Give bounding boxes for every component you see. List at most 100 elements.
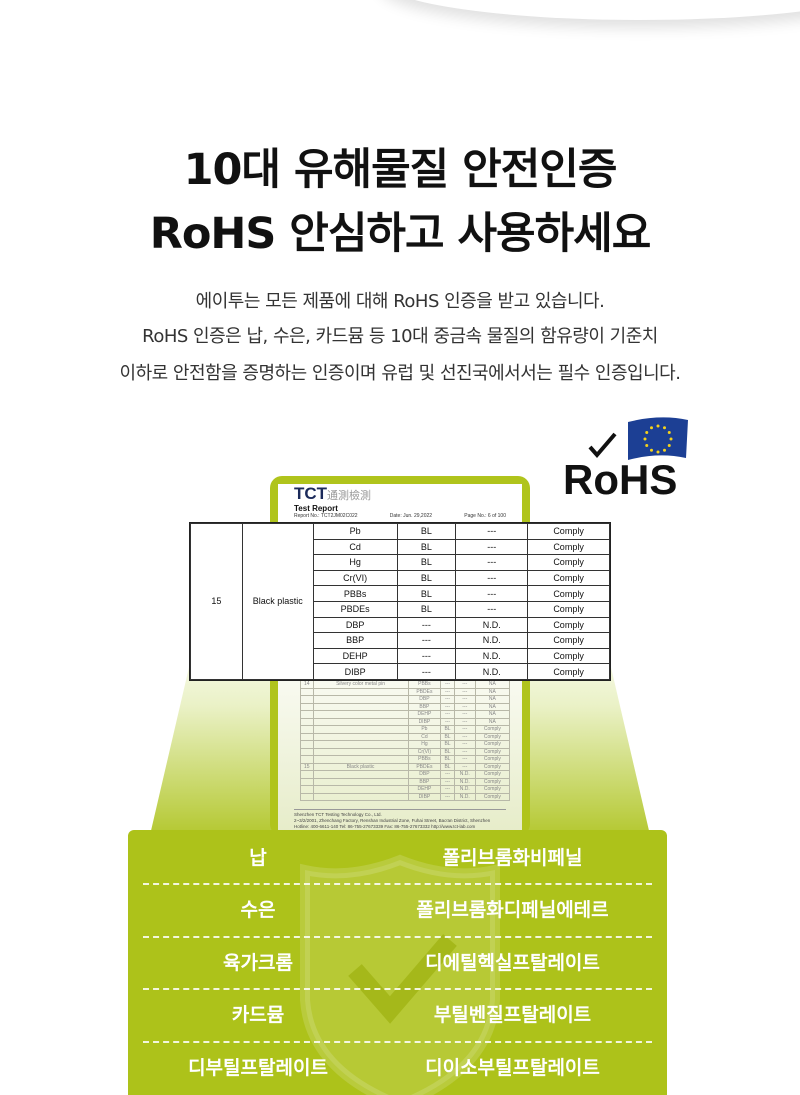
cell-a: --- bbox=[396, 647, 457, 665]
cell-b: --- bbox=[455, 523, 529, 540]
cell-no: 15 bbox=[190, 523, 243, 680]
mini-cell: Comply bbox=[474, 777, 511, 786]
mini-cell bbox=[300, 687, 314, 696]
mini-cell bbox=[300, 785, 314, 794]
substance-right: 부틸벤질프탈레이트 bbox=[433, 1004, 592, 1026]
substance-right: 폴리브롬화비페닐 bbox=[442, 846, 583, 869]
cell-substance: DIBP bbox=[312, 663, 398, 680]
mini-cell: N.D. bbox=[453, 770, 476, 779]
cell-substance: Pb bbox=[312, 523, 398, 540]
cell-b: --- bbox=[455, 554, 529, 571]
substance-right: 디에틸헥실프탈레이트 bbox=[425, 951, 600, 974]
cell-a: BL bbox=[396, 554, 457, 571]
flag-star-icon bbox=[669, 437, 673, 441]
cell-substance: DBP bbox=[312, 616, 398, 634]
dashed-divider bbox=[143, 1040, 652, 1043]
mini-cell bbox=[300, 755, 314, 764]
mini-cell bbox=[300, 792, 314, 801]
mini-cell: Comply bbox=[474, 762, 511, 771]
cell-b: N.D. bbox=[455, 663, 529, 680]
mini-cell: NA bbox=[474, 717, 511, 726]
mini-cell: BL bbox=[440, 762, 455, 771]
flag-star-icon bbox=[650, 448, 653, 452]
mini-cell: --- bbox=[453, 702, 476, 711]
substance-left: 수은 bbox=[240, 899, 276, 921]
mini-cell: DIBP bbox=[407, 792, 442, 801]
report-date: Date: Jun. 29,2022 bbox=[389, 513, 433, 519]
mini-cell: Hg bbox=[407, 740, 442, 749]
mini-cell: Comply bbox=[474, 732, 511, 741]
cell-b: N.D. bbox=[455, 616, 529, 634]
mini-cell: Pb bbox=[407, 725, 442, 734]
mini-cell: --- bbox=[453, 695, 476, 704]
mini-cell bbox=[300, 740, 314, 749]
mini-cell: N.D. bbox=[453, 777, 476, 786]
mini-cell: --- bbox=[453, 717, 476, 726]
cell-substance: Cd bbox=[312, 538, 398, 556]
cell-result: Comply bbox=[527, 647, 610, 665]
mini-cell: BL bbox=[440, 732, 455, 741]
cell-result: Comply bbox=[527, 538, 610, 556]
cell-substance: PBBs bbox=[312, 585, 398, 602]
cell-a: --- bbox=[396, 663, 457, 680]
cell-substance: Hg bbox=[312, 554, 398, 571]
mini-cell: PBDEs bbox=[407, 762, 442, 771]
cell-a: BL bbox=[396, 585, 457, 602]
mini-cell: Black plastic bbox=[312, 762, 409, 771]
mini-cell: PBDEs bbox=[407, 687, 442, 696]
mini-cell bbox=[312, 687, 409, 696]
cell-b: --- bbox=[455, 569, 529, 587]
mini-cell: NA bbox=[474, 702, 511, 711]
cell-substance: DEHP bbox=[312, 647, 398, 665]
mini-cell: BBP bbox=[407, 702, 442, 711]
substance-left: 육가크롬 bbox=[223, 951, 293, 974]
mini-cell: --- bbox=[453, 732, 476, 741]
mini-cell: BL bbox=[440, 740, 455, 749]
flag-star-icon bbox=[645, 431, 649, 434]
mini-cell: BBP bbox=[407, 777, 442, 786]
mini-cell: Comply bbox=[474, 792, 511, 801]
mini-cell: BL bbox=[440, 755, 455, 764]
cell-substance: Cr(VI) bbox=[312, 569, 398, 587]
table-row: DBP---N.D.Comply bbox=[191, 616, 610, 634]
cell-substance: PBDEs bbox=[312, 600, 398, 618]
mini-cell bbox=[312, 702, 409, 711]
cell-a: BL bbox=[396, 569, 457, 587]
substance-left: 납 bbox=[249, 846, 267, 869]
mini-cell: --- bbox=[440, 792, 455, 801]
flag-star-icon bbox=[656, 424, 660, 428]
cell-a: --- bbox=[396, 616, 457, 634]
cell-a: --- bbox=[396, 632, 457, 649]
mini-cell: --- bbox=[453, 710, 476, 719]
mini-cell bbox=[300, 777, 314, 786]
mini-cell: --- bbox=[440, 710, 455, 719]
mini-cell bbox=[300, 717, 314, 726]
description-line: 에이투는 모든 제품에 대해 RoHS 인증을 받고 있습니다. bbox=[195, 291, 605, 312]
cell-result: Comply bbox=[527, 554, 610, 571]
mini-cell bbox=[300, 702, 314, 711]
mini-cell: --- bbox=[453, 680, 476, 689]
cell-result: Comply bbox=[527, 523, 610, 540]
mini-cell: --- bbox=[440, 695, 455, 704]
rohs-logo: RoHS bbox=[560, 412, 695, 503]
cell-b: --- bbox=[455, 600, 529, 618]
table-row: BBP---N.D.Comply bbox=[191, 632, 610, 649]
substance-row: 납 폴리브롬화비페닐 bbox=[143, 830, 652, 882]
mini-cell: N.D. bbox=[453, 792, 476, 801]
mini-cell: --- bbox=[453, 762, 476, 771]
report-page: Page No.: 6 of 100 bbox=[464, 513, 506, 519]
mini-cell: --- bbox=[453, 725, 476, 734]
flag-star-icon bbox=[656, 450, 660, 454]
mini-cell bbox=[300, 770, 314, 779]
top-shadow bbox=[380, 0, 800, 20]
mini-cell bbox=[300, 732, 314, 741]
mini-cell: BL bbox=[440, 725, 455, 734]
report-footer: Shenzhen TCT Testing Technology Co., Ltd… bbox=[294, 809, 506, 830]
flag-star-icon bbox=[663, 426, 666, 430]
report-number: Report No.: TCT2JM02C022 bbox=[294, 513, 358, 519]
mini-cell bbox=[312, 755, 409, 764]
